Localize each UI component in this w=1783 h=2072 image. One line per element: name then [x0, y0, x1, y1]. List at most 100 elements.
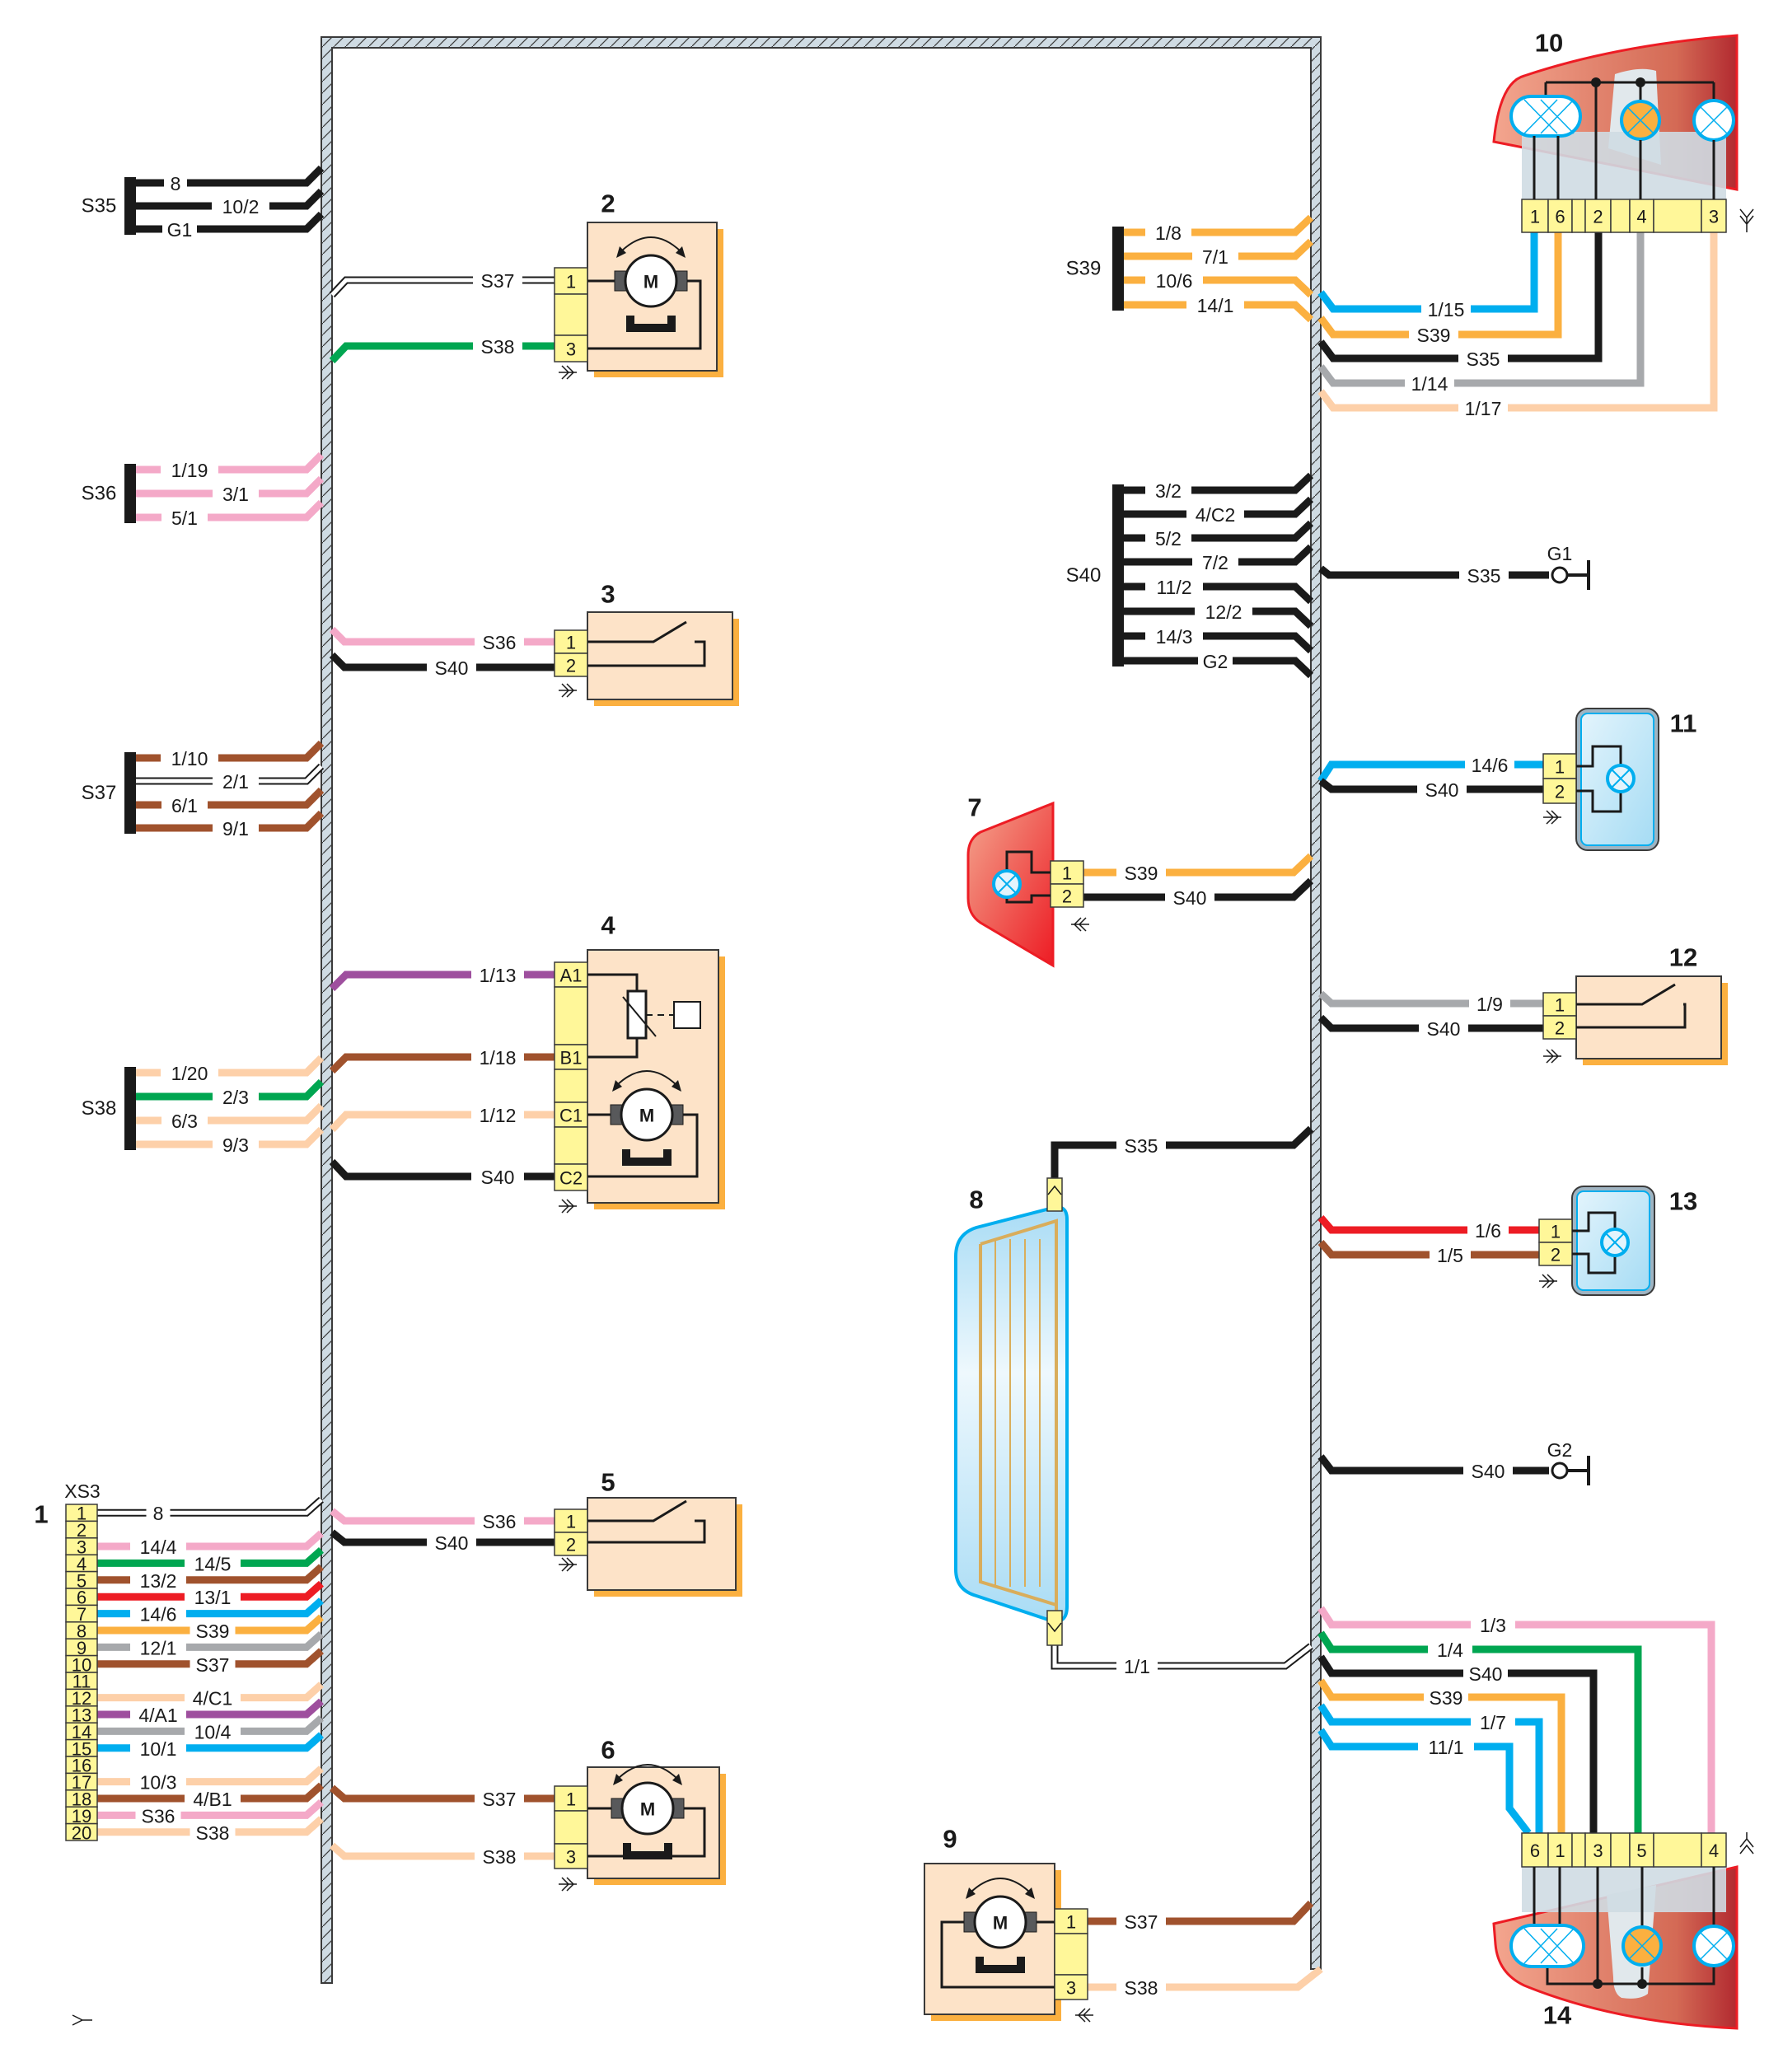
- label-gap: [213, 769, 259, 793]
- wire-c12-2: [1317, 1014, 1543, 1032]
- xs3-pin-number: 19: [72, 1806, 91, 1826]
- xs3-wire-core: [97, 1498, 323, 1515]
- label-gap: [1424, 1686, 1468, 1709]
- wire-label: 10/1: [140, 1738, 177, 1760]
- wire-label: 5/1: [171, 507, 198, 529]
- junction-dot: [1591, 77, 1601, 87]
- wire-label: 2/1: [222, 771, 249, 793]
- connector-key-icon: [1543, 1049, 1561, 1064]
- pin-number: 3: [1709, 207, 1719, 227]
- ground-symbol-icon: [1567, 560, 1590, 590]
- label-gap: [161, 1109, 208, 1132]
- component-7-pin-1: [1050, 860, 1084, 885]
- component-2-pin-1: [554, 267, 588, 295]
- bus-bar-s39: [1112, 227, 1124, 311]
- rotation-arrow-icon: [620, 236, 681, 252]
- label-gap: [1458, 347, 1508, 370]
- xs3-wire: [97, 1580, 324, 1601]
- xs3-wire: [97, 1681, 324, 1702]
- label-gap: [475, 1845, 524, 1868]
- lamp-10-tail-brake: [1509, 95, 1582, 138]
- label-gap: [212, 194, 269, 217]
- bus-bar-s36: [124, 464, 136, 523]
- switch-contact-icon: [587, 620, 706, 667]
- label-gap: [130, 1568, 186, 1592]
- label-gap: [427, 656, 476, 679]
- label-gap: [185, 1719, 241, 1743]
- connector-key-icon: [1539, 1274, 1557, 1289]
- internal-wire: [1544, 81, 1715, 199]
- label-gap: [130, 1635, 186, 1659]
- label-gap: [1145, 624, 1203, 648]
- wire-ground-g1: [1318, 565, 1549, 579]
- pin-number: C1: [559, 1106, 583, 1126]
- component-4-pin-blank: [554, 1069, 588, 1103]
- xs3-pin-number: 2: [77, 1520, 87, 1541]
- label-gap: [473, 334, 522, 358]
- label-gap: [1145, 575, 1203, 598]
- wire-label: S40: [1472, 1461, 1505, 1482]
- xs3-pin-number: 3: [77, 1537, 87, 1558]
- component-3-body: [587, 611, 733, 700]
- wire-label: 10/6: [1156, 270, 1193, 292]
- wire-label: 4/C1: [193, 1688, 233, 1710]
- bus-label-s38: S38: [82, 1097, 117, 1120]
- bus-wire: [1118, 496, 1314, 518]
- connector-key-icon: [1739, 208, 1754, 232]
- component-7-pin-2: [1050, 883, 1084, 908]
- pin-number: 4: [1636, 207, 1646, 227]
- wire-label: 3/1: [222, 484, 249, 505]
- xs3-wire: [97, 1715, 324, 1735]
- heater-busbar: [979, 1218, 1058, 1615]
- pin-number: 1: [566, 633, 576, 653]
- connector-14-pin: [1547, 1832, 1573, 1868]
- internal-wire: [1533, 136, 1715, 199]
- wire-label: S40: [1427, 1018, 1461, 1040]
- label-gap: [164, 171, 187, 194]
- terminal-arrow-icon: [1047, 1185, 1062, 1195]
- wire-label: 14/3: [1156, 626, 1193, 648]
- wire-c3-s40: [329, 652, 555, 671]
- pin-number: 1: [1066, 1912, 1076, 1933]
- wire-label: S40: [481, 1167, 515, 1188]
- ground-terminal-icon: [1551, 566, 1569, 584]
- connector-10-pin: [1701, 199, 1727, 233]
- wire-label: 1/12: [480, 1105, 517, 1126]
- bus-wire: [1118, 301, 1314, 323]
- bus-wire: [130, 1055, 325, 1077]
- wire-label: S40: [1469, 1663, 1503, 1685]
- rotation-arrow-icon: [970, 1878, 1031, 1893]
- internal-wire: [587, 279, 702, 350]
- wire-label: 1/10: [171, 748, 208, 769]
- wire-label: S39: [1125, 863, 1158, 884]
- component-number-2: 2: [601, 189, 615, 218]
- junction-dot: [1636, 77, 1645, 87]
- arrow-head-icon: [676, 246, 686, 258]
- pin-number: 5: [1636, 1840, 1646, 1861]
- component-number-13: 13: [1669, 1187, 1697, 1216]
- motor-base-icon: [626, 316, 676, 332]
- pin-number: 2: [566, 656, 576, 676]
- component-8-terminal-bottom: [1046, 1610, 1063, 1646]
- wire-label: S40: [1425, 779, 1459, 801]
- wire-c14: [1317, 1630, 1642, 1833]
- switch-contact-icon: [587, 1499, 706, 1544]
- component-5-pin-2: [554, 1532, 588, 1556]
- motor-icon: [620, 1087, 674, 1142]
- bus-bar-s40: [1112, 484, 1124, 667]
- wire-label: 1/20: [171, 1063, 208, 1084]
- bus-label-s36: S36: [82, 483, 117, 505]
- component-13-pin-1: [1538, 1218, 1573, 1243]
- connector-14-pin: [1701, 1832, 1727, 1868]
- wire-label: 14/4: [140, 1536, 177, 1558]
- wire-label: S36: [483, 632, 517, 653]
- arrow-head-icon: [612, 1080, 622, 1092]
- bus-wire: [130, 740, 325, 762]
- internal-wire: [587, 1113, 699, 1178]
- wire-label: 4/B1: [193, 1789, 232, 1810]
- terminal-arrow-icon: [1047, 1622, 1062, 1633]
- component-number-6: 6: [601, 1736, 615, 1765]
- wire-label: 9/3: [222, 1134, 249, 1156]
- pin-number: C2: [559, 1168, 583, 1189]
- label-gap: [471, 1103, 524, 1126]
